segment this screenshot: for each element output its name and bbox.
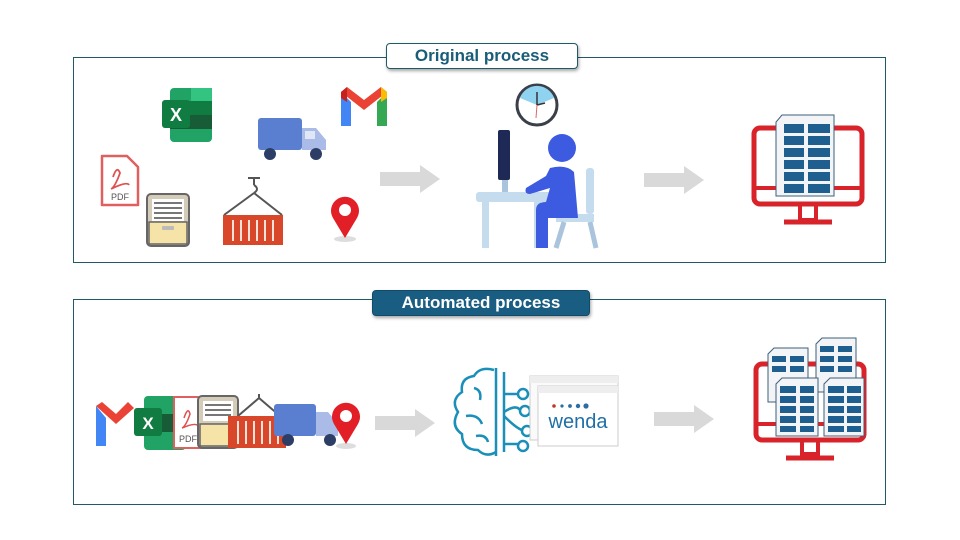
arrow-right-icon (375, 409, 435, 437)
combined-sources-icon: X PDF (96, 394, 360, 450)
svg-text:PDF: PDF (111, 192, 130, 202)
wenda-logo: wenda (548, 411, 609, 433)
svg-text:X: X (170, 105, 182, 125)
location-pin-icon (331, 196, 359, 242)
svg-text:X: X (142, 414, 154, 433)
worker-at-desk-icon (476, 130, 599, 249)
container-icon (223, 177, 283, 245)
svg-text:PDF: PDF (179, 434, 198, 444)
gmail-icon (341, 87, 387, 126)
monitor-with-document-icon (751, 114, 865, 225)
archive-drawer-icon (146, 193, 190, 247)
monitor-with-multiple-documents-icon (753, 337, 867, 461)
arrow-right-icon (644, 166, 704, 194)
truck-icon (258, 118, 326, 160)
document-stack (767, 337, 865, 437)
arrow-right-icon (380, 165, 440, 193)
ai-brain-wenda-icon: wenda (453, 367, 619, 456)
original-process-title: Original process (386, 43, 578, 69)
clock-icon (515, 83, 559, 127)
automated-process-title: Automated process (372, 290, 590, 316)
arrow-right-icon (654, 405, 714, 433)
pdf-icon: PDF (100, 154, 140, 207)
excel-icon: X (162, 88, 212, 142)
